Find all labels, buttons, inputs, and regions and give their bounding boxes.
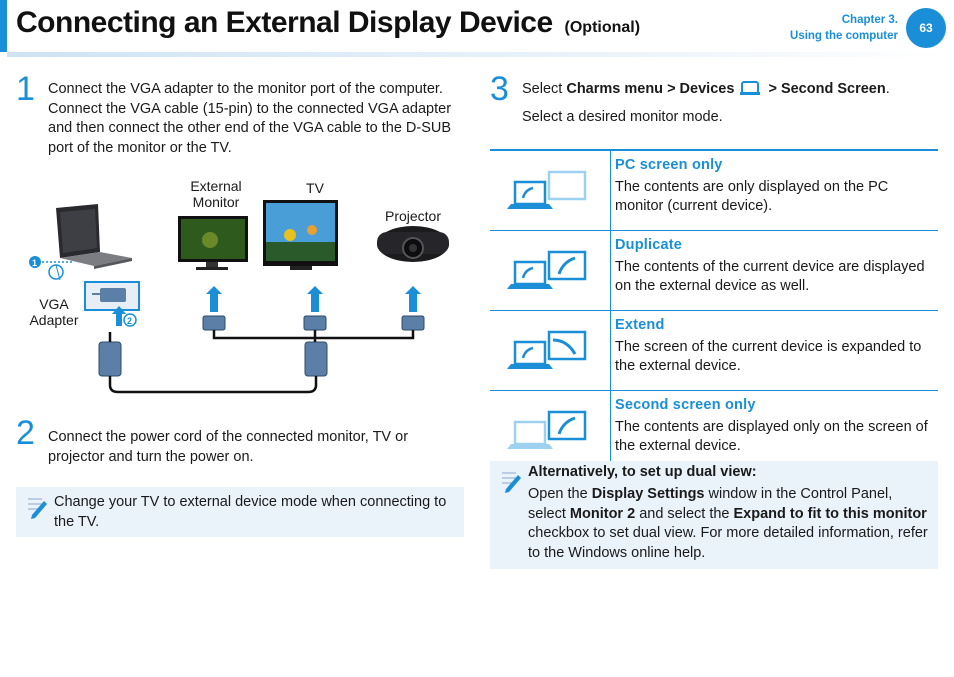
pencil-note-icon (28, 498, 47, 519)
marker-1-label: 1 (32, 258, 37, 268)
mode-name: Second screen only (615, 397, 756, 413)
step-1-number: 1 (16, 70, 35, 108)
connection-diagram: External Monitor TV Projector VGA Adapte… (20, 170, 460, 400)
vga-adapter-icon (84, 281, 140, 311)
mode-desc: The contents of the current device are d… (615, 259, 925, 294)
second-screen-only-icon (507, 410, 587, 449)
step-3-number: 3 (490, 70, 509, 108)
external-monitor-icon (178, 216, 248, 270)
title-text: Connecting an External Display Device (16, 6, 553, 39)
mode-name: Extend (615, 317, 665, 333)
mode-name: PC screen only (615, 157, 723, 173)
page-header: Connecting an External Display Device (O… (0, 0, 954, 62)
note-2-text-3: and select the (635, 505, 734, 522)
step-2-text: Connect the power cord of the connected … (48, 429, 409, 465)
pencil-note-icon (502, 472, 521, 493)
chapter-label: Chapter 3. (841, 14, 898, 26)
pc-screen-only-icon (507, 170, 587, 209)
mode-icon-cell (490, 230, 611, 311)
mode-row-pc-screen-only: PC screen only The contents are only dis… (490, 149, 938, 231)
mode-text-cell: PC screen only The contents are only dis… (610, 149, 938, 231)
marker-1-icon (29, 256, 74, 281)
mode-text-cell: Second screen only The contents are disp… (610, 390, 938, 472)
note-2-bold-expand: Expand to fit to this monitor (733, 505, 927, 522)
step-3-instruction: Select Charms menu > Devices > Second Sc… (522, 80, 942, 100)
note-1-text: Change your TV to external device mode w… (54, 494, 447, 530)
mode-row-extend: Extend The screen of the current device … (490, 310, 938, 391)
mode-desc: The contents are only displayed on the P… (615, 179, 889, 214)
devices-icon (740, 81, 761, 95)
diagram-graphics: 1 2 (29, 200, 449, 394)
mode-row-second-screen-only: Second screen only The contents are disp… (490, 390, 938, 472)
page-number-badge: 63 (906, 8, 946, 48)
note-2-text-1: Open the (528, 486, 592, 502)
laptop-icon (56, 204, 132, 269)
step-3-path-second-screen: > Second Screen (768, 81, 886, 97)
mode-text-cell: Duplicate The contents of the current de… (610, 230, 938, 311)
mode-icon-cell (490, 390, 611, 472)
note-2-text-4: checkbox to set dual view. For more deta… (528, 525, 928, 561)
header-accent-bar (0, 0, 7, 52)
vga-cables (108, 330, 415, 394)
step-3-path-charms: Charms menu > Devices (566, 81, 735, 97)
mode-desc: The contents are displayed only on the s… (615, 419, 928, 454)
label-projector: Projector (384, 208, 442, 224)
step-3-prefix: Select (522, 81, 567, 97)
extend-icon (507, 330, 587, 369)
tv-icon (263, 200, 338, 270)
duplicate-icon (507, 250, 587, 289)
step-2-number: 2 (16, 414, 35, 452)
note-2-bold-monitor-2: Monitor 2 (569, 505, 636, 522)
note-tv-mode: Change your TV to external device mode w… (16, 487, 464, 537)
label-vga-adapter: VGA Adapter (29, 296, 79, 328)
monitor-modes-table: PC screen only The contents are only dis… (490, 149, 938, 472)
step-3-suffix: . (885, 81, 890, 97)
mode-text-cell: Extend The screen of the current device … (610, 310, 938, 391)
marker-2-icon (123, 313, 137, 327)
chapter-info: Chapter 3. Using the computer (790, 12, 898, 44)
projector-icon (377, 226, 449, 262)
title-optional: (Optional) (564, 19, 641, 36)
page-title: Connecting an External Display Device (O… (16, 6, 640, 40)
up-arrow-icons (112, 286, 421, 326)
label-tv: TV (306, 180, 324, 196)
note-2-heading: Alternatively, to set up dual view: (528, 464, 757, 480)
step-1-text: Connect the VGA adapter to the monitor p… (48, 81, 452, 156)
note-2-bold-display-settings: Display Settings (591, 486, 705, 502)
mode-icon-cell (490, 149, 611, 231)
mode-name: Duplicate (615, 237, 683, 253)
label-external-monitor: External Monitor (190, 178, 242, 210)
section-label: Using the computer (790, 30, 898, 42)
note-dual-view: Alternatively, to set up dual view: Open… (490, 461, 938, 569)
mode-row-duplicate: Duplicate The contents of the current de… (490, 230, 938, 311)
mode-desc: The screen of the current device is expa… (615, 339, 922, 374)
marker-2-label: 2 (127, 316, 132, 326)
mode-icon-cell (490, 310, 611, 391)
note-2-text-2: window in the Control Panel, select (528, 486, 893, 522)
note-2-body: Open the Display Settings window in the … (528, 485, 932, 563)
vga-plug-icons (98, 315, 425, 377)
header-rule (7, 52, 947, 57)
step-3-line2: Select a desired monitor mode. (522, 109, 723, 125)
